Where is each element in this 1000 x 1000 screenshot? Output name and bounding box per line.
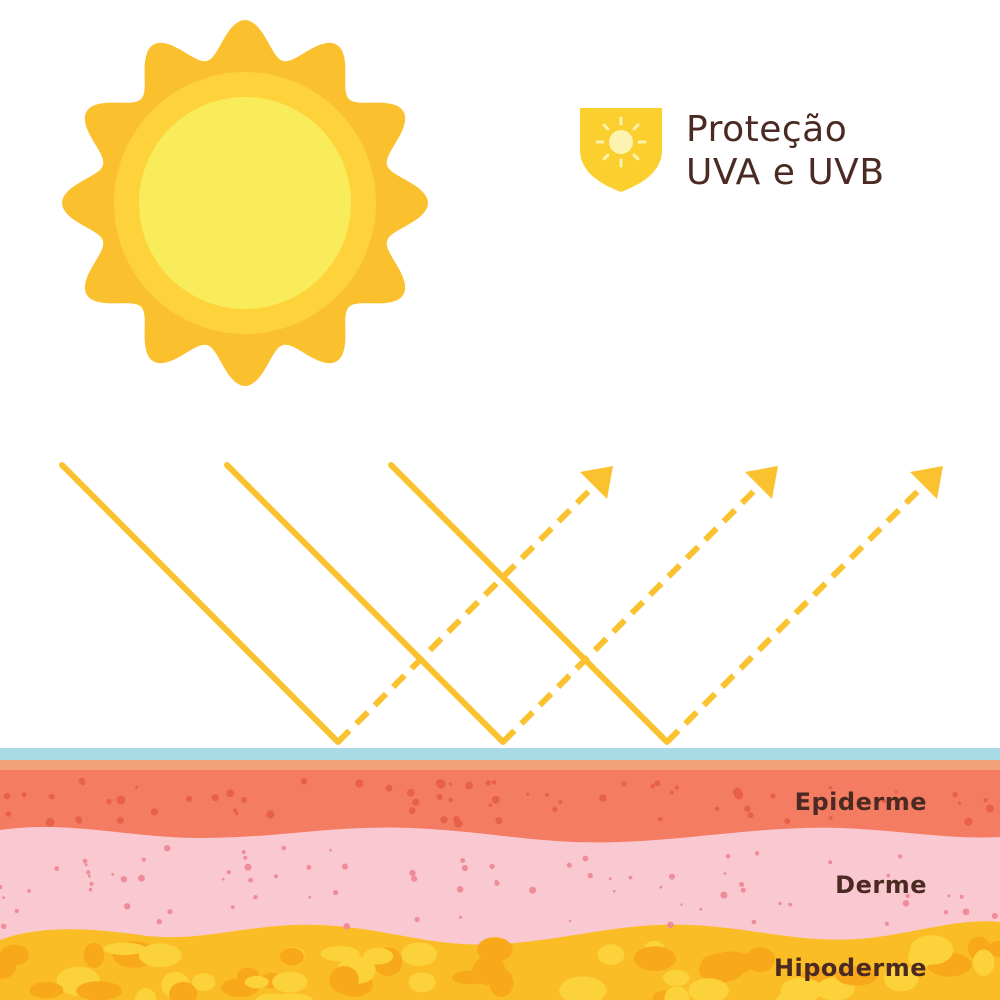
arrowhead-3 <box>910 466 943 499</box>
sun-icon <box>62 20 428 386</box>
incoming-ray-3 <box>388 462 670 745</box>
fat-cells <box>0 935 1000 1000</box>
arrowhead-2 <box>745 466 778 499</box>
reflected-uv-rays <box>59 462 943 745</box>
shield-sun-icon <box>580 108 662 192</box>
reflected-ray-3 <box>664 483 926 745</box>
title-line-2: UVA e UVB <box>686 152 885 193</box>
label-dermis: Derme <box>835 871 927 899</box>
protective-film <box>0 748 1000 760</box>
skin-texture <box>0 777 998 930</box>
reflected-ray-1 <box>335 483 597 745</box>
sun-inner-circle <box>139 97 351 309</box>
page-title: Proteção UVA e UVB <box>686 108 885 194</box>
reflected-ray-2 <box>500 483 762 745</box>
arrowhead-1 <box>580 466 613 499</box>
label-hypodermis: Hipoderme <box>773 954 927 982</box>
incoming-ray-1 <box>59 462 341 745</box>
label-epidermis: Epiderme <box>794 788 927 816</box>
skin-surface <box>0 760 1000 770</box>
title-line-1: Proteção <box>686 109 848 150</box>
skin-layers <box>0 748 1000 1000</box>
incoming-ray-2 <box>224 462 506 745</box>
